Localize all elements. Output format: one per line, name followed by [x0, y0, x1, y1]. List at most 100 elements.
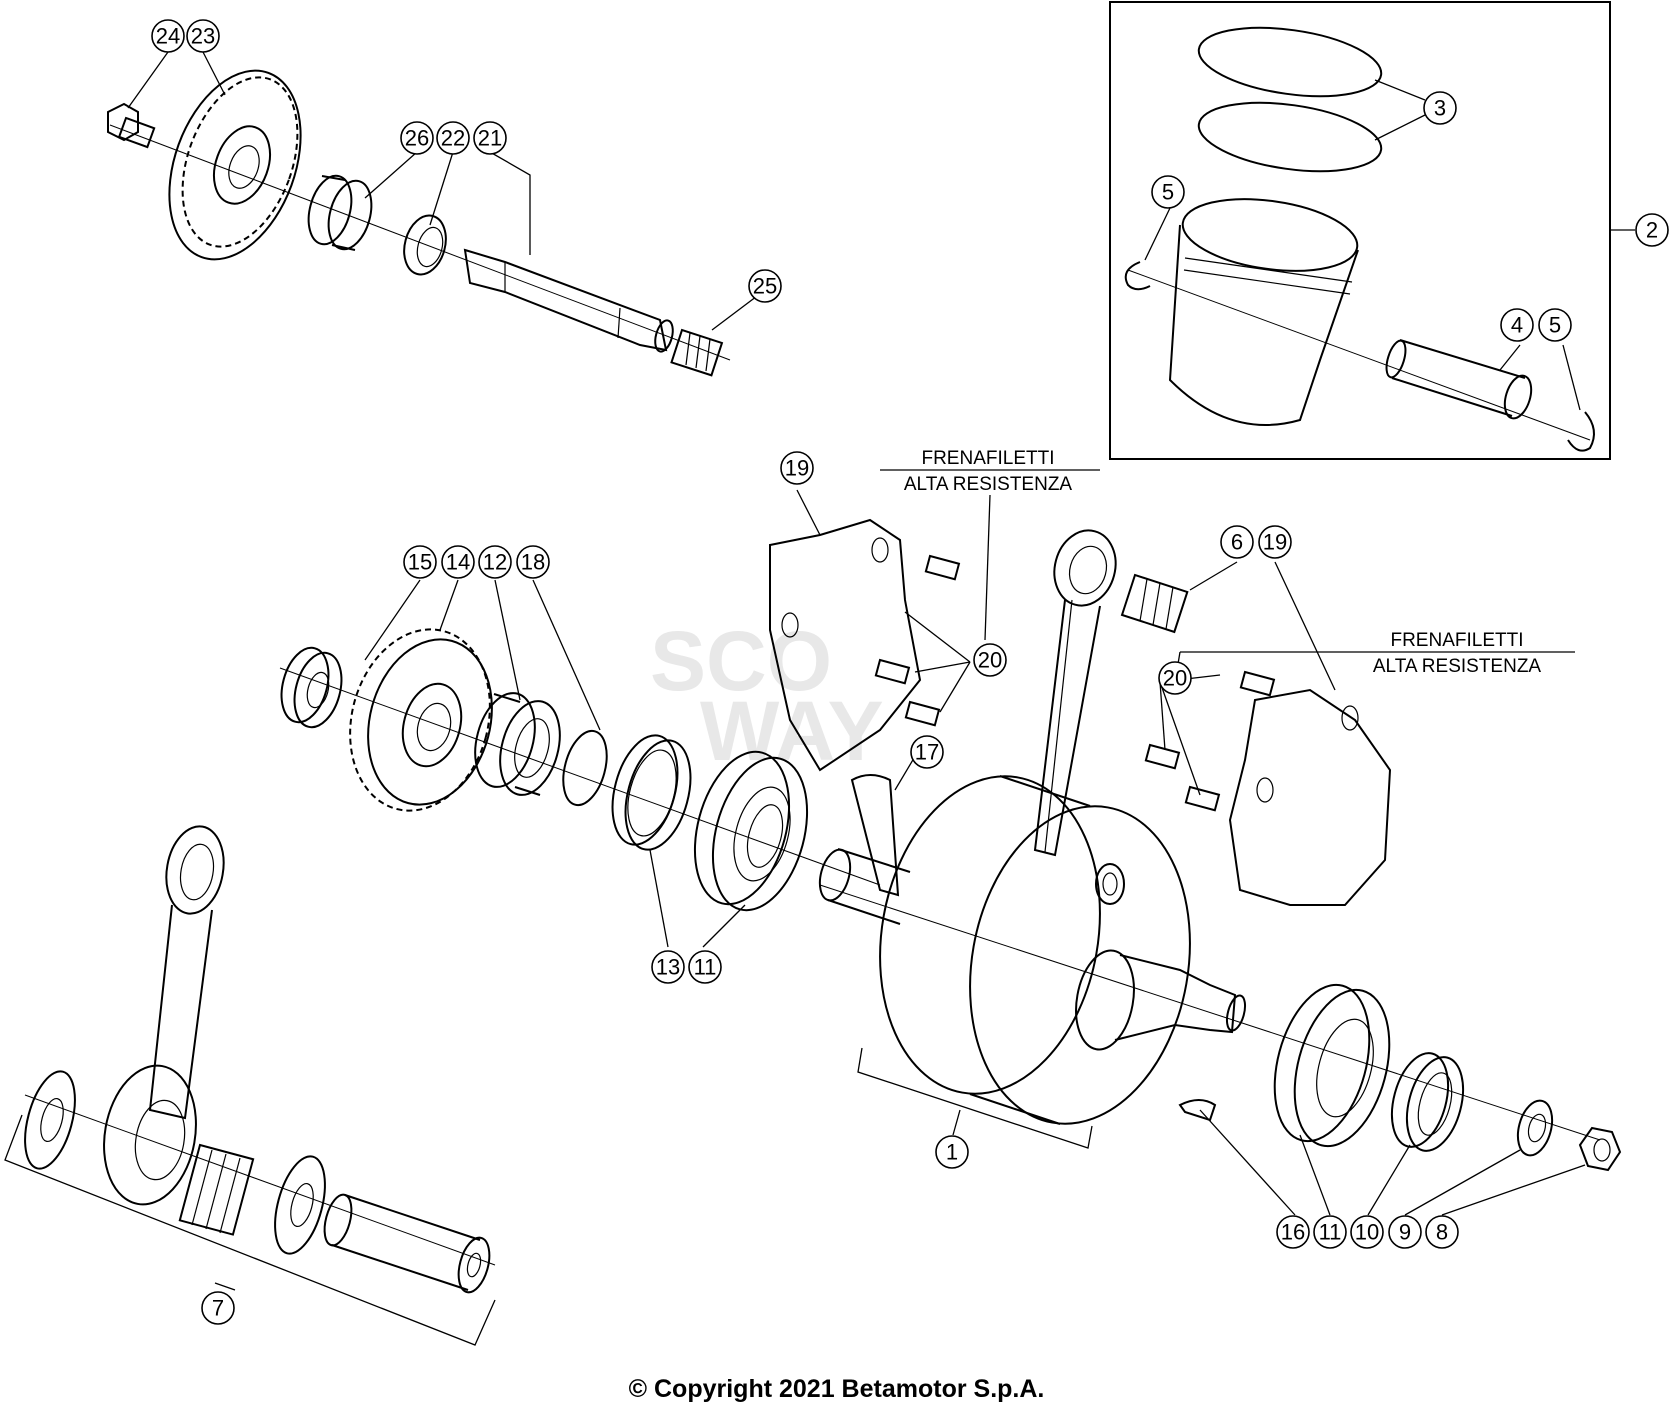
svg-text:11: 11 [1319, 1220, 1342, 1245]
note-top-line1: FRENAFILETTI [921, 448, 1054, 469]
callout-19-left: 19 [780, 451, 814, 485]
svg-text:16: 16 [1281, 1220, 1305, 1245]
callout-7: 7 [201, 1291, 235, 1325]
washer-9 [1516, 1099, 1554, 1157]
counterweight-left-19 [769, 518, 922, 772]
conrod-kit-bearing [178, 1143, 255, 1236]
piston-ring-lower [1197, 101, 1383, 173]
bolt-24 [107, 102, 156, 149]
svg-text:4: 4 [1511, 313, 1523, 338]
svg-text:5: 5 [1162, 180, 1174, 205]
callout-13: 13 [651, 950, 685, 984]
svg-text:23: 23 [191, 24, 215, 49]
callout-26: 26 [400, 121, 434, 155]
callout-9: 9 [1388, 1215, 1422, 1249]
svg-text:20: 20 [1163, 666, 1187, 691]
callout-12: 12 [478, 545, 512, 579]
key-16 [1178, 1099, 1217, 1122]
small-end-bearing-6 [1120, 573, 1189, 634]
svg-text:18: 18 [521, 550, 545, 575]
svg-text:19: 19 [1263, 530, 1287, 555]
callout-14: 14 [441, 545, 475, 579]
watermark: SCO WAY [650, 614, 884, 778]
bushing-12 [474, 692, 561, 796]
svg-text:26: 26 [405, 126, 429, 151]
callout-20-right: 20 [1158, 661, 1192, 695]
svg-text:25: 25 [753, 274, 777, 299]
right-stack-group [1178, 983, 1622, 1172]
primary-gear-14 [349, 628, 493, 812]
seal-10 [1390, 1052, 1465, 1152]
svg-text:24: 24 [156, 24, 180, 49]
piston-pin-4 [1385, 339, 1533, 420]
piston [1168, 198, 1359, 426]
watermark-line1: SCO [650, 614, 832, 708]
left-stack-group [279, 628, 881, 912]
svg-text:13: 13 [656, 955, 680, 980]
nut-8 [1578, 1126, 1622, 1172]
washer-22 [403, 214, 447, 276]
callout-10: 10 [1350, 1215, 1384, 1249]
crank-flywheels [879, 775, 1191, 1125]
svg-text:7: 7 [212, 1296, 224, 1321]
bearing-11-left [693, 750, 809, 912]
balance-shaft-21 [463, 248, 674, 353]
svg-text:14: 14 [446, 550, 470, 575]
svg-text:11: 11 [694, 955, 717, 980]
callout-21: 21 [473, 121, 507, 155]
svg-text:19: 19 [785, 456, 809, 481]
callout-11-left: 11 [688, 950, 722, 984]
svg-text:5: 5 [1549, 313, 1561, 338]
callout-19-right: 19 [1258, 525, 1292, 559]
circlip-left [1124, 261, 1151, 291]
callout-17: 17 [910, 735, 944, 769]
bearing-11-right [1273, 983, 1391, 1148]
oil-seal-13 [611, 734, 692, 851]
o-ring-18 [562, 729, 608, 807]
leader-lines [127, 51, 1586, 1291]
crankshaft-group [769, 518, 1601, 1149]
note-top: FRENAFILETTI ALTA RESISTENZA [904, 448, 1073, 495]
counterweight-right-19 [1228, 688, 1392, 906]
balance-shaft-group [107, 69, 731, 377]
note-top-line2: ALTA RESISTENZA [904, 474, 1073, 495]
copyright-text: © Copyright 2021 Betamotor S.p.A. [628, 1375, 1045, 1403]
svg-text:17: 17 [915, 740, 939, 765]
callout-3: 3 [1423, 91, 1457, 125]
conrod-kit-rod [103, 825, 225, 1206]
callout-5-right: 5 [1538, 308, 1572, 342]
bracket-7 [4, 1114, 496, 1346]
woodruff-key-17 [850, 774, 900, 897]
conrod-kit-group [4, 825, 496, 1346]
callout-4: 4 [1500, 308, 1534, 342]
callout-8: 8 [1425, 1215, 1459, 1249]
svg-text:6: 6 [1231, 530, 1243, 555]
callout-6: 6 [1220, 525, 1254, 559]
crank-shaft-right [1114, 954, 1247, 1041]
svg-text:1: 1 [946, 1140, 958, 1165]
note-right: FRENAFILETTI ALTA RESISTENZA [1373, 630, 1542, 677]
crank-pin [323, 1193, 491, 1294]
piston-kit-group [1109, 1, 1635, 460]
note-right-line2: ALTA RESISTENZA [1373, 656, 1542, 677]
screws-20-right [1144, 670, 1276, 812]
callout-16: 16 [1276, 1215, 1310, 1249]
nut-15 [280, 646, 343, 729]
bushing-26 [307, 174, 373, 251]
callout-5-left: 5 [1151, 175, 1185, 209]
svg-text:21: 21 [478, 126, 502, 151]
svg-text:15: 15 [408, 550, 432, 575]
callout-20-left: 20 [973, 643, 1007, 677]
note-right-line1: FRENAFILETTI [1390, 630, 1523, 651]
svg-text:20: 20 [978, 648, 1002, 673]
callout-11-right: 11 [1313, 1215, 1347, 1249]
thrust-washer-right [274, 1155, 326, 1255]
callout-25: 25 [748, 269, 782, 303]
bracket-1 [857, 1047, 1093, 1149]
svg-text:9: 9 [1399, 1220, 1411, 1245]
thrust-washer-left [24, 1070, 76, 1170]
callouts: 24 23 26 22 21 25 3 5 2 4 5 19 6 19 15 1… [151, 19, 1669, 1325]
callout-22: 22 [436, 121, 470, 155]
callout-2: 2 [1635, 213, 1669, 247]
